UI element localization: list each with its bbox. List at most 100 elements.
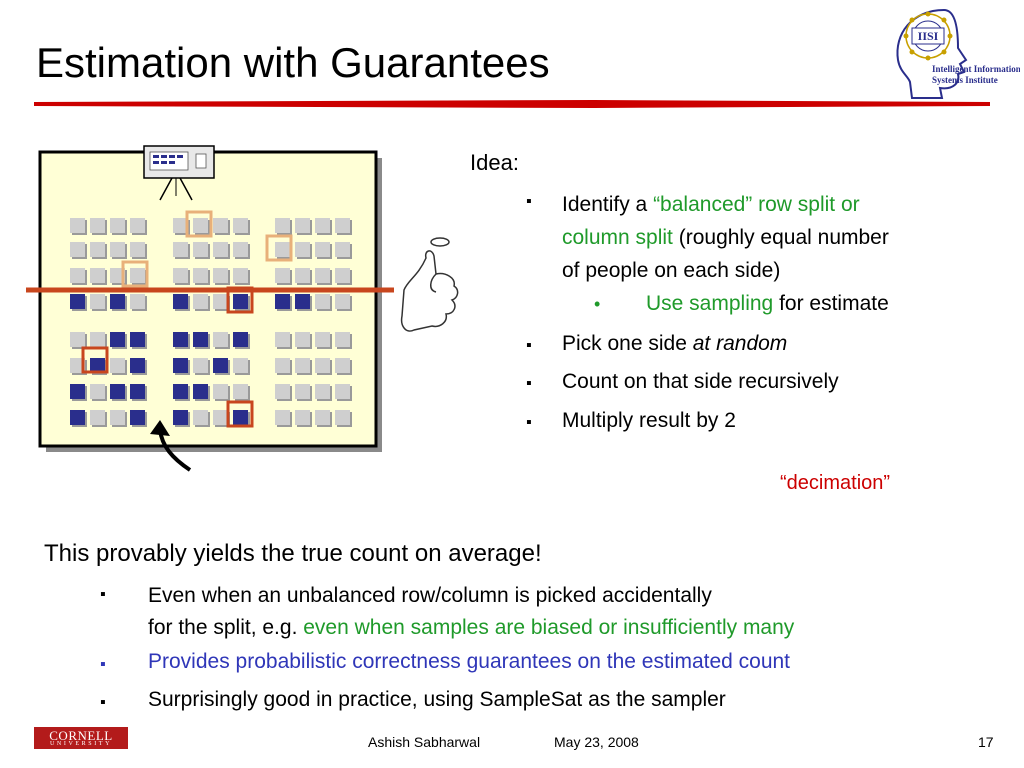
- seat-occupied: [130, 358, 145, 373]
- seat-occupied: [130, 332, 145, 347]
- seat-empty: [90, 218, 105, 233]
- seat-empty: [315, 294, 330, 309]
- seat-occupied: [70, 410, 85, 425]
- seat-occupied: [233, 294, 248, 309]
- seat-empty: [193, 268, 208, 283]
- idea-item-4: Count on that side recursively: [562, 370, 839, 393]
- decimation-note: “decimation”: [780, 472, 891, 494]
- seat-occupied: [233, 332, 248, 347]
- seat-empty: [335, 294, 350, 309]
- seat-occupied: [110, 332, 125, 347]
- summary-bullet-3: ▪: [100, 694, 106, 711]
- seat-empty: [295, 268, 310, 283]
- idea-bullet-5: ▪: [526, 414, 532, 431]
- seat-occupied: [213, 358, 228, 373]
- seat-empty: [70, 332, 85, 347]
- seat-empty: [110, 358, 125, 373]
- seat-occupied: [173, 384, 188, 399]
- sampled-seat-marker: [226, 400, 254, 428]
- seat-empty: [275, 242, 290, 257]
- seat-empty: [315, 268, 330, 283]
- cornell-logo-subtext: UNIVERSITY: [50, 741, 112, 747]
- seat-empty: [213, 242, 228, 257]
- seat-empty: [90, 332, 105, 347]
- seat-empty: [275, 358, 290, 373]
- idea-item-2: Use sampling for estimate: [646, 292, 889, 315]
- seat-empty: [213, 410, 228, 425]
- seat-empty: [295, 410, 310, 425]
- idea-item-3: Pick one side at random: [562, 332, 788, 355]
- seat-empty: [70, 242, 85, 257]
- sampled-seat-marker: [121, 260, 149, 288]
- seat-empty: [90, 384, 105, 399]
- seat-empty: [70, 218, 85, 233]
- seat-empty: [275, 332, 290, 347]
- seat-empty: [193, 218, 208, 233]
- seat-empty: [110, 218, 125, 233]
- seat-empty: [315, 384, 330, 399]
- cornell-logo-text: CORNELL: [49, 728, 113, 743]
- seat-occupied: [233, 410, 248, 425]
- seat-empty: [213, 332, 228, 347]
- seat-empty: [335, 242, 350, 257]
- idea-subbullet: •: [594, 294, 601, 314]
- seat-empty: [233, 218, 248, 233]
- seat-empty: [110, 410, 125, 425]
- seat-empty: [90, 410, 105, 425]
- seat-empty: [295, 358, 310, 373]
- seat-occupied: [70, 384, 85, 399]
- projector-icon: [143, 145, 215, 201]
- seat-empty: [70, 268, 85, 283]
- idea-bullet-4: ▪: [526, 375, 532, 392]
- seat-empty: [233, 358, 248, 373]
- seat-empty: [315, 218, 330, 233]
- seat-empty: [335, 358, 350, 373]
- seat-occupied: [110, 294, 125, 309]
- seat-empty: [295, 384, 310, 399]
- idea-item-5: Multiply result by 2: [562, 409, 736, 432]
- slide-number: 17: [978, 734, 994, 750]
- logo-badge-text: IISI: [918, 29, 939, 43]
- seat-empty: [193, 294, 208, 309]
- seat-empty: [315, 332, 330, 347]
- seat-empty: [173, 268, 188, 283]
- seat-occupied: [193, 332, 208, 347]
- seat-occupied: [173, 332, 188, 347]
- seat-empty: [90, 268, 105, 283]
- summary-item-1: Even when an unbalanced row/column is pi…: [148, 584, 795, 639]
- cornell-logo: CORNELL UNIVERSITY: [34, 727, 128, 749]
- idea-item-1: Identify a “balanced” row split or colum…: [562, 193, 889, 282]
- seat-empty: [130, 218, 145, 233]
- seat-empty: [315, 242, 330, 257]
- summary-heading: This provably yields the true count on a…: [44, 540, 542, 567]
- seat-empty: [315, 410, 330, 425]
- seat-empty: [110, 268, 125, 283]
- seat-empty: [90, 294, 105, 309]
- idea-bullet-1: ▪: [526, 193, 532, 210]
- seat-empty: [233, 268, 248, 283]
- iisi-logo: IISI Intelligent Information Systems Ins…: [896, 8, 1020, 99]
- sampled-seat-marker: [81, 346, 109, 374]
- classroom-diagram: [26, 145, 459, 472]
- seat-occupied: [295, 294, 310, 309]
- seat-empty: [213, 218, 228, 233]
- curved-arrow-icon: [150, 420, 192, 472]
- sampled-seat-marker: [265, 234, 293, 262]
- seat-empty: [335, 332, 350, 347]
- seat-occupied: [173, 358, 188, 373]
- seat-empty: [315, 358, 330, 373]
- seat-empty: [233, 242, 248, 257]
- logo-line1: Intelligent Information: [932, 64, 1020, 74]
- seat-occupied: [70, 294, 85, 309]
- seat-empty: [213, 268, 228, 283]
- seat-empty: [213, 384, 228, 399]
- sampled-seat-marker: [185, 210, 213, 238]
- idea-heading: Idea:: [470, 150, 519, 175]
- seat-empty: [295, 218, 310, 233]
- seat-occupied: [193, 384, 208, 399]
- seat-empty: [193, 410, 208, 425]
- summary-bullet-1: ▪: [100, 586, 106, 603]
- seat-empty: [130, 268, 145, 283]
- thumb-coin-flip-icon: [400, 237, 459, 332]
- seat-occupied: [130, 410, 145, 425]
